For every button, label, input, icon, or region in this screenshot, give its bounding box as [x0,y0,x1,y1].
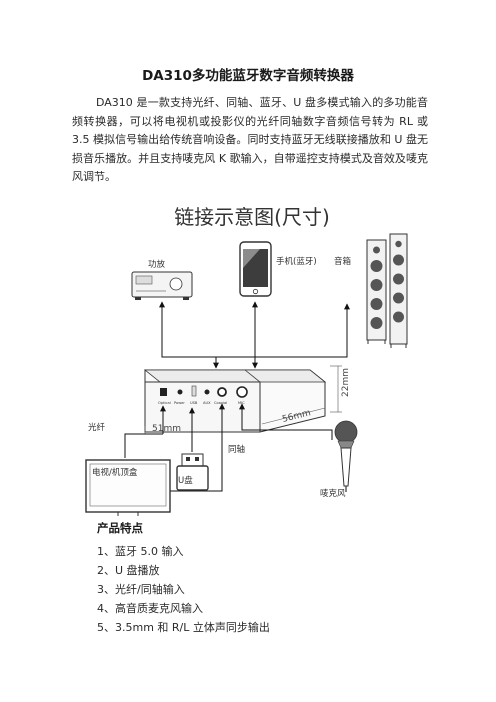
features-list: 1、蓝牙 5.0 输入 2、U 盘播放 3、光纤/同轴输入 4、高音质麦克风输入… [97,542,437,637]
width-dimension: 51mm [144,424,181,434]
port-label-usb: USB [190,401,198,405]
coaxial-label: 同轴 [228,444,245,455]
list-item: 4、高音质麦克风输入 [97,602,203,615]
usb-label: U盘 [178,475,193,486]
usb-drive-icon [176,453,209,491]
mic-label: 唛克风 [320,488,346,499]
output-lines [159,301,350,369]
amplifier-icon [131,271,193,300]
tv-label: 电视/机顶盒 [92,467,138,478]
optical-port [160,388,167,396]
speaker-label: 音箱 [334,256,352,267]
optical-label: 光纤 [88,422,106,433]
list-item: 3、光纤/同轴输入 [97,583,185,596]
height-dimension: 22mm [330,365,351,413]
microphone-icon [334,420,358,492]
features-heading: 产品特点 [97,521,143,535]
intro-text: DA310 是一款支持光纤、同轴、蓝牙、U 盘多模式输入的多功能音频转换器，可以… [72,96,428,183]
port-label-mic: MIC [238,401,245,405]
list-item: 5、3.5mm 和 R/L 立体声同步输出 [97,621,270,634]
power-port [177,389,183,395]
port-label-power: Power [174,401,185,405]
phone-icon [239,241,272,297]
intro-paragraph: DA310 是一款支持光纤、同轴、蓝牙、U 盘多模式输入的多功能音频转换器，可以… [72,94,428,187]
usb-port [191,385,197,397]
tv-icon [85,459,171,516]
port-label-optical: Optical [158,401,171,405]
port-label-coaxial: Coaxial [214,401,227,405]
list-item: 1、蓝牙 5.0 输入 [97,545,184,558]
diagram-title: 链接示意图(尺寸) [174,205,330,229]
port-label-aux: AUX [203,401,211,405]
phone-label: 手机(蓝牙) [276,256,317,267]
width-label: 51mm [152,424,181,434]
height-label: 22mm [341,368,351,397]
features-section: 产品特点 1、蓝牙 5.0 输入 2、U 盘播放 3、光纤/同轴输入 4、高音质… [97,520,437,637]
coaxial-port [217,387,227,397]
mic-port [236,386,248,398]
diagram-svg: 链接示意图(尺寸) 功放 手机(蓝牙) [85,205,408,516]
amplifier-label: 功放 [148,259,166,270]
aux-port [204,389,210,395]
speaker-icon [366,233,408,348]
document-title: DA310多功能蓝牙数字音频转换器 [142,68,354,84]
list-item: 2、U 盘播放 [97,564,160,577]
connection-diagram: 链接示意图(尺寸) 功放 手机(蓝牙) [80,196,425,516]
converter-device: Optical Power USB AUX Coaxial MIC [143,369,327,433]
